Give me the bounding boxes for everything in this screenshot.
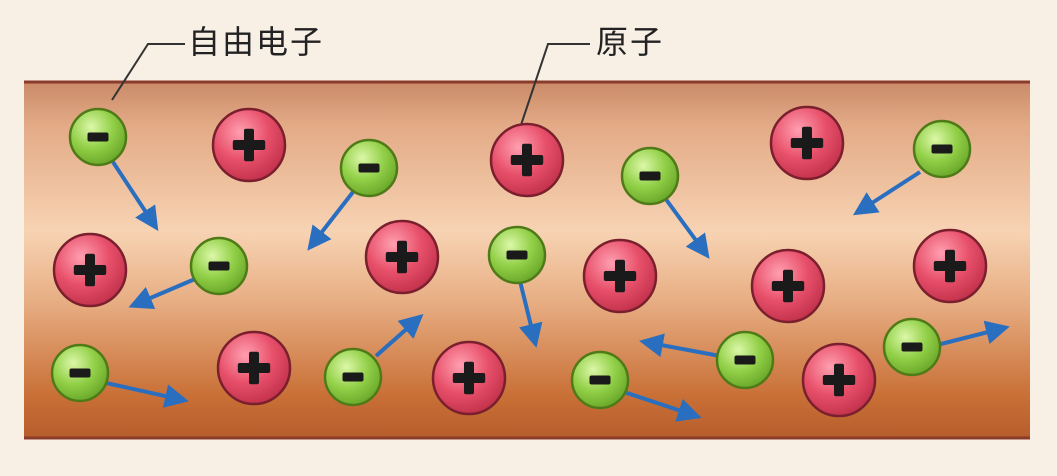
atom-positive-ion bbox=[912, 228, 988, 304]
atom-positive-ion bbox=[364, 219, 440, 295]
motion-arrow bbox=[518, 280, 543, 348]
minus-sign-icon bbox=[734, 355, 756, 365]
motion-arrow bbox=[307, 190, 355, 251]
motion-arrow bbox=[852, 170, 922, 216]
plus-sign-icon bbox=[603, 259, 637, 293]
motion-arrow bbox=[111, 160, 159, 232]
plus-sign-icon bbox=[933, 249, 967, 283]
minus-sign-icon bbox=[901, 342, 923, 352]
motion-arrow bbox=[936, 320, 1010, 347]
atom-label: 原子 bbox=[596, 23, 665, 61]
atom-positive-ion bbox=[769, 105, 845, 181]
atom-positive-ion bbox=[582, 238, 658, 314]
motion-arrow bbox=[639, 333, 721, 358]
free-electron-leader-line bbox=[111, 43, 185, 101]
motion-arrow bbox=[623, 390, 702, 422]
minus-sign-icon bbox=[208, 261, 230, 271]
minus-sign-icon bbox=[639, 171, 661, 181]
minus-sign-icon bbox=[342, 372, 364, 382]
motion-arrow bbox=[374, 314, 424, 358]
atom-leader-line bbox=[519, 43, 590, 129]
atom-positive-ion bbox=[801, 342, 877, 418]
free-electron bbox=[487, 225, 547, 285]
minus-sign-icon bbox=[931, 144, 953, 154]
motion-arrow bbox=[663, 196, 710, 259]
plus-sign-icon bbox=[237, 351, 271, 385]
free-electron bbox=[715, 330, 775, 390]
free-electron bbox=[339, 138, 399, 198]
plus-sign-icon bbox=[790, 126, 824, 160]
minus-sign-icon bbox=[358, 163, 380, 173]
particles bbox=[50, 105, 988, 418]
free-electron bbox=[189, 236, 249, 296]
atom-positive-ion bbox=[52, 232, 128, 308]
atom-positive-ion bbox=[489, 122, 565, 198]
free-electron bbox=[570, 350, 630, 410]
free-electron bbox=[68, 107, 128, 167]
plus-sign-icon bbox=[73, 253, 107, 287]
minus-sign-icon bbox=[589, 375, 611, 385]
free-electron-label: 自由电子 bbox=[188, 23, 325, 61]
minus-sign-icon bbox=[87, 132, 109, 142]
plus-sign-icon bbox=[452, 361, 486, 395]
atom-positive-ion bbox=[216, 330, 292, 406]
plus-sign-icon bbox=[232, 128, 266, 162]
electron-motion-arrows bbox=[105, 160, 1010, 422]
plus-sign-icon bbox=[385, 240, 419, 274]
minus-sign-icon bbox=[69, 368, 91, 378]
plus-sign-icon bbox=[771, 269, 805, 303]
motion-arrow bbox=[128, 277, 196, 309]
free-electron bbox=[882, 317, 942, 377]
free-electron bbox=[50, 343, 110, 403]
plus-sign-icon bbox=[822, 363, 856, 397]
plus-sign-icon bbox=[510, 143, 544, 177]
atom-positive-ion bbox=[750, 248, 826, 324]
motion-arrow bbox=[105, 381, 189, 408]
minus-sign-icon bbox=[506, 250, 528, 260]
atom-positive-ion bbox=[211, 107, 287, 183]
free-electron bbox=[912, 119, 972, 179]
free-electron bbox=[323, 347, 383, 407]
atom-positive-ion bbox=[431, 340, 507, 416]
free-electron bbox=[620, 146, 680, 206]
